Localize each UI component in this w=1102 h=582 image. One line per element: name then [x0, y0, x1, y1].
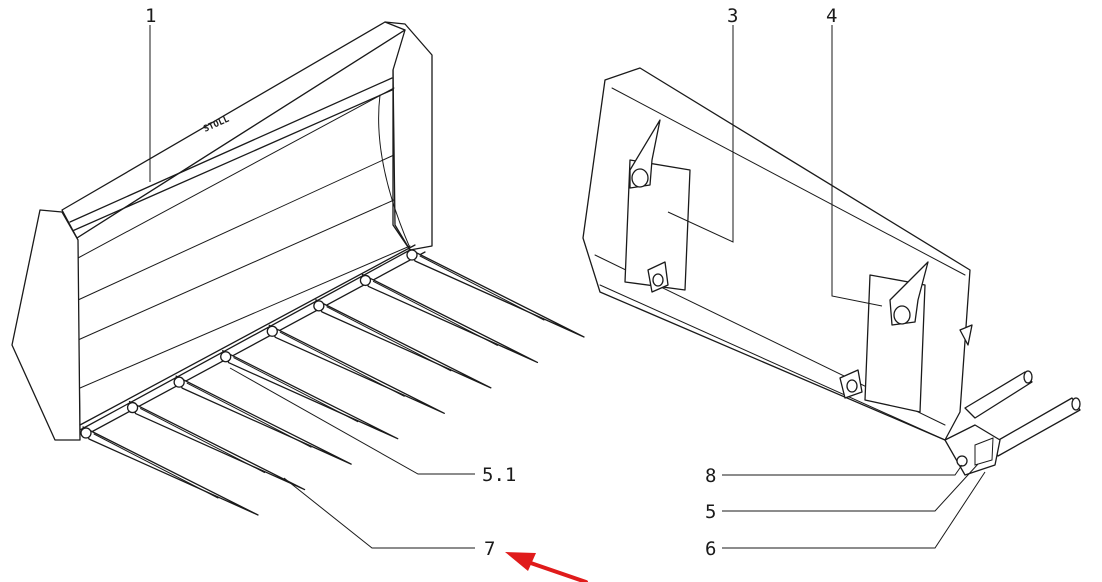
- frame-bottom-bracket: [944, 424, 1001, 476]
- manure-fork: STOLL: [11, 21, 585, 516]
- red-arrow-shaft: [520, 558, 588, 582]
- fork-tine-base: [126, 401, 139, 414]
- fork-tine-base: [406, 249, 418, 261]
- callout-5: 5: [705, 501, 716, 523]
- red-arrow: [505, 552, 588, 582]
- fork-tine: [128, 400, 306, 491]
- callout-7: 7: [484, 538, 495, 560]
- callout-5-1: 5.1: [482, 464, 516, 486]
- fork-tine: [268, 324, 445, 414]
- fork-tine-highlight: [93, 433, 219, 499]
- fork-tines: [80, 248, 585, 516]
- fork-tine-base: [220, 351, 232, 363]
- fork-tine-base: [173, 376, 185, 388]
- callout-1: 1: [145, 5, 156, 27]
- fork-tine: [408, 248, 585, 338]
- fork-tine-highlight: [326, 306, 452, 372]
- callout-4: 4: [826, 5, 837, 27]
- callout-8: 8: [705, 465, 716, 487]
- frame-left-bracket-plate: [624, 159, 691, 291]
- fork-tine-base: [266, 325, 278, 337]
- callout-6: 6: [705, 538, 716, 560]
- fork-left-side-plate: [11, 209, 81, 441]
- fork-tine-highlight: [419, 255, 545, 321]
- fork-tine: [361, 273, 539, 364]
- mounting-frame: [582, 67, 1081, 476]
- fork-tine-highlight: [279, 331, 405, 397]
- callout-3: 3: [727, 5, 738, 27]
- frame-tube-upper: [964, 371, 1033, 419]
- callout-labels: 1 3 4 5.1 7 8 5 6: [145, 5, 837, 560]
- fork-tine: [315, 299, 492, 389]
- leader-lines: [149, 25, 986, 549]
- fork-tine-base: [80, 427, 92, 439]
- fork-tine-highlight: [140, 408, 266, 474]
- fork-tine-highlight: [186, 382, 312, 448]
- fork-tine: [82, 426, 259, 516]
- fork-tine: [222, 350, 399, 440]
- frame-nut: [956, 455, 968, 467]
- fork-tine-base: [313, 300, 325, 312]
- fork-tine-highlight: [233, 357, 359, 423]
- fork-tine: [175, 375, 352, 465]
- frame-tube-lower: [989, 397, 1081, 457]
- fork-tine-highlight: [372, 280, 498, 346]
- fork-tine-base: [359, 274, 372, 287]
- red-arrow-head: [505, 552, 536, 571]
